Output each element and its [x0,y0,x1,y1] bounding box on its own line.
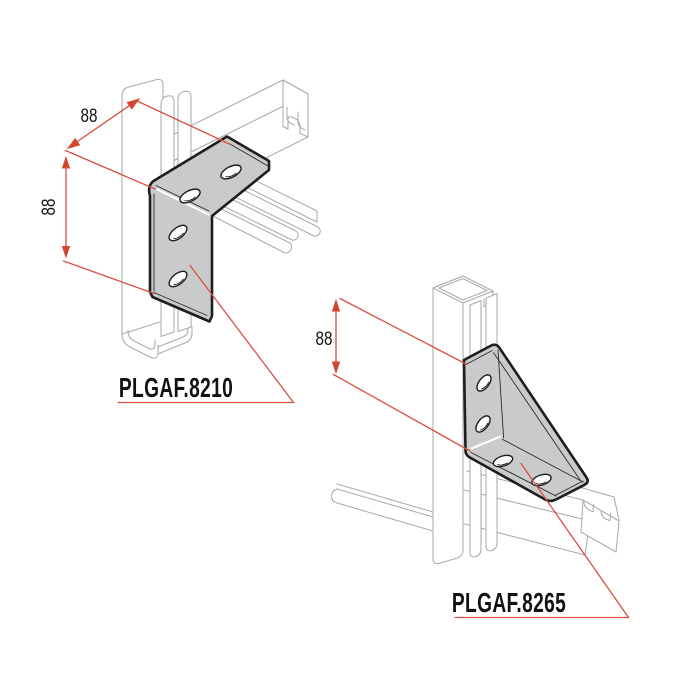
bolt-hole [492,454,514,468]
dimension-label: 88 [316,327,333,349]
angle-bracket-4hole [147,135,271,323]
dimension-label: 88 [81,104,98,126]
bolt-hole [531,473,552,487]
extension-line [332,373,471,452]
leader-line [454,462,630,619]
bolt-hole [179,188,201,204]
dimension-line [67,98,140,149]
arrowhead-icon [61,246,71,259]
bolt-hole [476,374,492,392]
leader-line [117,264,295,404]
bolt-hole [220,164,242,180]
extension-line [62,260,155,295]
dimension-label: 88 [37,199,59,216]
gusset-bracket [462,343,589,503]
bolt-hole [168,270,188,288]
dimension-annotations: 88 88 [37,98,295,404]
bolt-hole [168,224,188,242]
drawing-plgaf-8210: 88 88 PLGAF.8210 [37,78,321,404]
arrowhead-icon [126,98,140,110]
arrowhead-icon [67,137,81,149]
arrowhead-icon [331,361,341,374]
extension-line [135,99,232,146]
arrowhead-icon [61,156,71,169]
product-code-label: PLGAF.8265 [452,587,566,619]
extension-line [339,297,467,365]
bolt-hole [475,415,491,433]
extension-line [64,149,156,190]
dimension-annotations: 88 [316,297,630,619]
arrowhead-icon [331,299,341,312]
drawing-plgaf-8265: 88 PLGAF.8265 [316,275,630,619]
product-code-label: PLGAF.8210 [119,372,233,404]
